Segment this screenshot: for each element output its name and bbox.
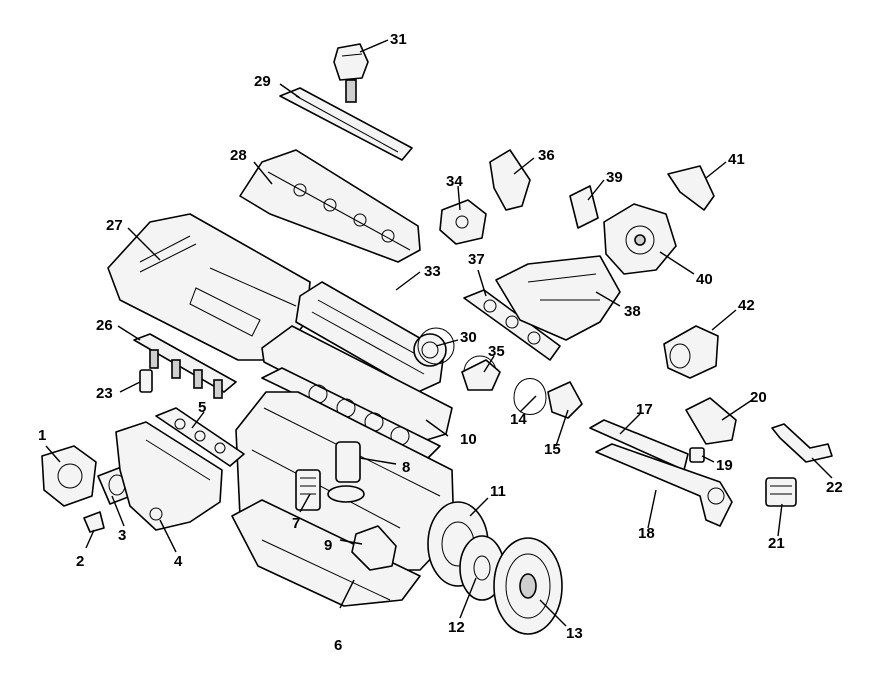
callout-1: 1 <box>38 427 47 444</box>
turbo-housing-part <box>603 203 677 275</box>
oil-cooler-part <box>765 477 797 507</box>
drain-plug-part <box>689 447 705 463</box>
callout-31: 31 <box>390 31 407 48</box>
callout-40: 40 <box>696 271 713 288</box>
callout-36: 36 <box>538 147 555 164</box>
callout-11: 11 <box>490 483 506 500</box>
mount-bracket-part <box>489 149 531 211</box>
callout-7: 7 <box>292 515 301 532</box>
callout-34: 34 <box>446 173 463 190</box>
oil-pan-part <box>231 499 421 607</box>
callout-6: 6 <box>334 637 343 654</box>
clutch-assembly-part <box>493 537 563 635</box>
exhaust-manifold-part <box>495 255 621 341</box>
turbo-shield-part <box>667 165 715 211</box>
water-pipe-part <box>589 419 733 527</box>
oil-filter-part <box>295 469 321 511</box>
callout-37: 37 <box>468 251 485 268</box>
intake-gasket-part <box>155 407 245 467</box>
upper-engine-mount-part <box>439 199 487 245</box>
callout-30: 30 <box>460 329 477 346</box>
callout-33: 33 <box>424 263 441 280</box>
throttle-body-part <box>41 445 97 507</box>
callout-2: 2 <box>76 553 85 570</box>
fuel-rail-part <box>133 333 237 399</box>
callout-42: 42 <box>738 297 755 314</box>
camshaft-assembly-part <box>295 281 447 393</box>
callout-20: 20 <box>750 389 767 406</box>
callout-28: 28 <box>230 147 247 164</box>
thermostat-housing-part <box>685 397 737 445</box>
callout-12: 12 <box>448 619 465 636</box>
exhaust-gasket-part <box>463 289 561 361</box>
callout-19: 19 <box>716 457 733 474</box>
callout-29: 29 <box>254 73 271 90</box>
cylinder-head-cover-part <box>239 149 421 263</box>
callout-4: 4 <box>174 553 183 570</box>
coil-cover-plate-part <box>279 87 413 161</box>
callout-41: 41 <box>728 151 745 168</box>
intake-manifold-part <box>115 421 223 531</box>
callout-18: 18 <box>638 525 655 542</box>
sensor-part <box>139 369 153 393</box>
callout-9: 9 <box>324 537 333 554</box>
callout-17: 17 <box>636 401 653 418</box>
callout-14: 14 <box>510 411 527 428</box>
small-sensor-part <box>83 511 105 533</box>
coolant-hose-part <box>771 423 833 463</box>
oil-filter-housing-part <box>327 441 365 503</box>
callout-38: 38 <box>624 303 641 320</box>
callout-27: 27 <box>106 217 123 234</box>
callout-22: 22 <box>826 479 843 496</box>
callout-35: 35 <box>488 343 505 360</box>
callout-26: 26 <box>96 317 113 334</box>
callout-8: 8 <box>402 459 411 476</box>
callout-23: 23 <box>96 385 113 402</box>
engine-mount-bracket-part <box>351 525 397 571</box>
callout-21: 21 <box>768 535 785 552</box>
callout-10: 10 <box>460 431 477 448</box>
callout-15: 15 <box>544 441 561 458</box>
leader-lines <box>45 39 833 627</box>
callout-3: 3 <box>118 527 127 544</box>
ignition-coil-part <box>333 43 369 103</box>
seal-rings-part <box>417 327 583 419</box>
callout-5: 5 <box>198 399 207 416</box>
callout-13: 13 <box>566 625 583 642</box>
callout-39: 39 <box>606 169 623 186</box>
rear-mount-part <box>663 325 719 379</box>
